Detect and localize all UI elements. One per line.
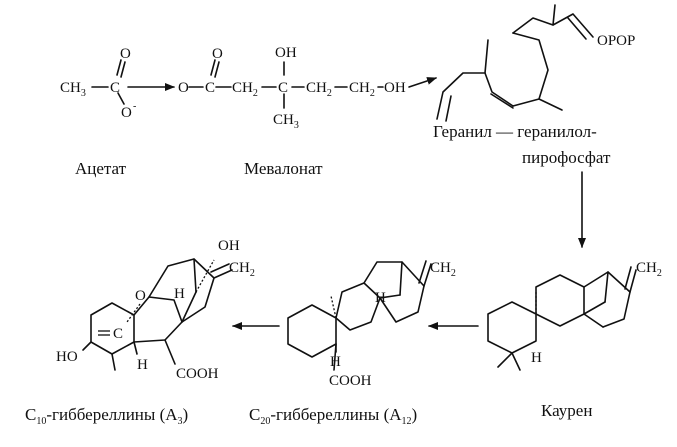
mevalonate-ch2-a: CH2 — [232, 80, 258, 99]
c10-exo-ch2-b — [210, 263, 230, 273]
c20-gibberellin-name: C20-гиббереллины (A12) — [249, 405, 417, 427]
c20-bridge-1 — [399, 261, 403, 296]
mevalonate-oh-label: OH — [275, 45, 297, 61]
c10-ho-bond — [82, 341, 92, 351]
mevalonate-carbonyl-a — [210, 59, 216, 76]
c20-cooh-label: COOH — [329, 373, 372, 389]
acetate-ch3-label: CH3 — [60, 80, 86, 99]
kaurene-bridge-1 — [583, 313, 604, 328]
c10-methyl — [111, 353, 116, 371]
c10-oh-label: OH — [218, 238, 240, 254]
arrow-mevalonate-to-ggpp — [408, 77, 437, 88]
mevalonate-name: Мевалонат — [244, 159, 323, 178]
c10-h-bottom: H — [137, 357, 148, 373]
kaurene-ring-b — [535, 274, 585, 327]
c10-gibberellin-structure: CH2 OH O C H H HO COOH — [56, 238, 255, 382]
kaurene-exo-ch2-b — [624, 266, 632, 290]
mevalonate-c-central: C — [278, 80, 288, 96]
ggpp-methyl-3 — [552, 4, 556, 26]
c20-cooh-bond — [333, 343, 337, 371]
ggpp-popop-label: OPOP — [597, 33, 635, 49]
c20-exo-ch2-b — [418, 260, 427, 284]
acetate-charge: - — [133, 101, 136, 112]
acetate-o-label: O — [120, 46, 131, 62]
mevalonate-oh-end: OH — [384, 80, 406, 96]
c10-lactone-o: O — [135, 288, 146, 304]
c10-bridge-1 — [193, 258, 197, 293]
mevalonate-structure: O C O CH2 C OH CH3 CH2 CH2 OH — [178, 45, 406, 131]
c10-cooh-bond — [164, 339, 176, 365]
c10-ch2-label: CH2 — [229, 260, 255, 279]
mevalonate-ch2-c: CH2 — [349, 80, 375, 99]
acetate-o-minus-bond — [117, 92, 125, 105]
acetate-c-label: C — [110, 80, 120, 96]
ggpp-methyl-2 — [538, 98, 563, 111]
ggpp-methyl-1 — [484, 39, 489, 74]
kaurene-ring-a — [487, 301, 537, 354]
ggpp-double-bond-1 — [445, 95, 452, 122]
mevalonate-o-top: O — [212, 46, 223, 62]
acetate-carbonyl-bond-a — [116, 59, 122, 76]
c10-exo-ch2-a — [213, 269, 233, 279]
c10-lactone-c: C — [113, 326, 123, 342]
mevalonate-o-left: O — [178, 80, 189, 96]
c20-h-bottom: H — [330, 354, 341, 370]
kaurene-bridge-2 — [604, 271, 609, 303]
c10-ring-c — [148, 258, 215, 323]
c10-h-bond — [133, 341, 138, 355]
kaurene-bridge-3 — [583, 301, 606, 315]
mevalonate-ch2-b: CH2 — [306, 80, 332, 99]
c20-gibberellin-structure: CH2 H H COOH — [287, 260, 456, 389]
mevalonate-carbonyl-b — [214, 61, 220, 78]
ggpp-structure: OPOP — [436, 4, 635, 122]
c10-ring-b — [133, 296, 183, 343]
ggpp-chain-lower — [436, 72, 514, 120]
c10-gibberellin-name: C10-гиббереллины (A3) — [25, 405, 188, 427]
c20-ch2-label: CH2 — [430, 260, 456, 279]
ggpp-double-bond-3 — [567, 17, 587, 40]
kaurene-exo-ch2-a — [629, 269, 637, 293]
ggpp-name-line1: Геранил — геранилол- — [433, 122, 597, 141]
c20-ring-b — [335, 282, 381, 331]
kaurene-gem-methyl-2 — [511, 352, 521, 371]
acetate-carbonyl-bond-b — [120, 61, 126, 78]
kaurene-name: Каурен — [541, 401, 592, 420]
kaurene-gem-methyl-1 — [497, 352, 513, 368]
ggpp-name-line2: пирофосфат — [522, 148, 611, 167]
c20-exo-ch2-a — [423, 263, 432, 287]
c10-ho-label: HO — [56, 349, 78, 365]
mevalonate-c-label: C — [205, 80, 215, 96]
c20-h-top: H — [375, 290, 386, 306]
acetate-name: Ацетат — [75, 159, 127, 178]
c20-ring-a — [287, 304, 337, 358]
c20-bridge-2 — [379, 294, 401, 299]
c10-cooh-label: COOH — [176, 366, 219, 382]
ggpp-double-bond-2 — [490, 93, 514, 109]
ggpp-chain-middle — [512, 32, 549, 107]
c20-methyl-dashed — [330, 295, 337, 319]
c10-bridge-2 — [181, 291, 197, 323]
kaurene-ch2-label: CH2 — [636, 260, 662, 279]
kaurene-h-label: H — [531, 350, 542, 366]
kaurene-structure: CH2 H — [487, 260, 662, 371]
mevalonate-ch3-label: CH3 — [273, 112, 299, 131]
c10-h-top: H — [174, 286, 185, 302]
acetate-o-minus-label: O — [121, 105, 132, 121]
acetate-structure: CH3 C O O - — [60, 46, 136, 121]
